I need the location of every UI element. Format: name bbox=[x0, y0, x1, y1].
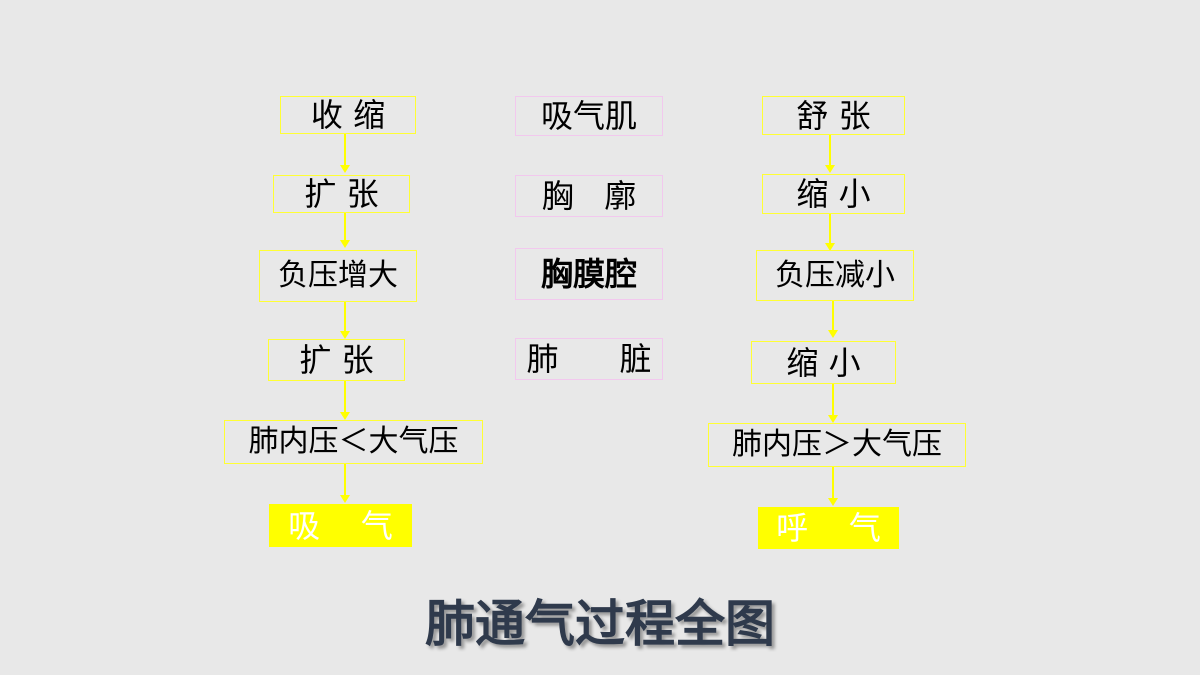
left-expand-box: 扩 张 bbox=[273, 175, 410, 213]
pleural-cavity-box: 胸膜腔 bbox=[515, 248, 663, 300]
left-contract-box: 收 缩 bbox=[280, 96, 416, 134]
lung-box: 肺 脏 bbox=[515, 338, 663, 380]
exhale-box: 呼 气 bbox=[758, 507, 899, 549]
right-arrow-5 bbox=[828, 467, 838, 506]
inspiratory-muscle-box: 吸气肌 bbox=[515, 96, 663, 136]
right-lung-shrink-box: 缩 小 bbox=[751, 341, 896, 384]
left-lung-expand-box: 扩 张 bbox=[268, 339, 405, 381]
left-arrow-3 bbox=[340, 302, 350, 339]
right-pressure-compare-box: 肺内压＞大气压 bbox=[708, 423, 966, 467]
right-arrow-4 bbox=[828, 384, 838, 423]
right-arrow-3 bbox=[828, 301, 838, 338]
left-arrow-2 bbox=[340, 213, 350, 248]
page-title: 肺通气过程全图 bbox=[425, 595, 775, 653]
thorax-box: 胸 廓 bbox=[515, 175, 663, 217]
left-pressure-compare-box: 肺内压＜大气压 bbox=[224, 420, 483, 464]
right-shrink-box: 缩 小 bbox=[762, 174, 905, 214]
inhale-box: 吸 气 bbox=[269, 504, 412, 547]
left-arrow-4 bbox=[340, 381, 350, 420]
right-arrow-1 bbox=[825, 135, 835, 173]
right-arrow-2 bbox=[825, 214, 835, 251]
left-negative-pressure-increase-box: 负压增大 bbox=[259, 250, 417, 302]
left-arrow-5 bbox=[340, 464, 350, 503]
left-arrow-1 bbox=[340, 134, 350, 173]
right-negative-pressure-decrease-box: 负压减小 bbox=[756, 250, 914, 301]
right-relax-box: 舒 张 bbox=[762, 96, 905, 135]
